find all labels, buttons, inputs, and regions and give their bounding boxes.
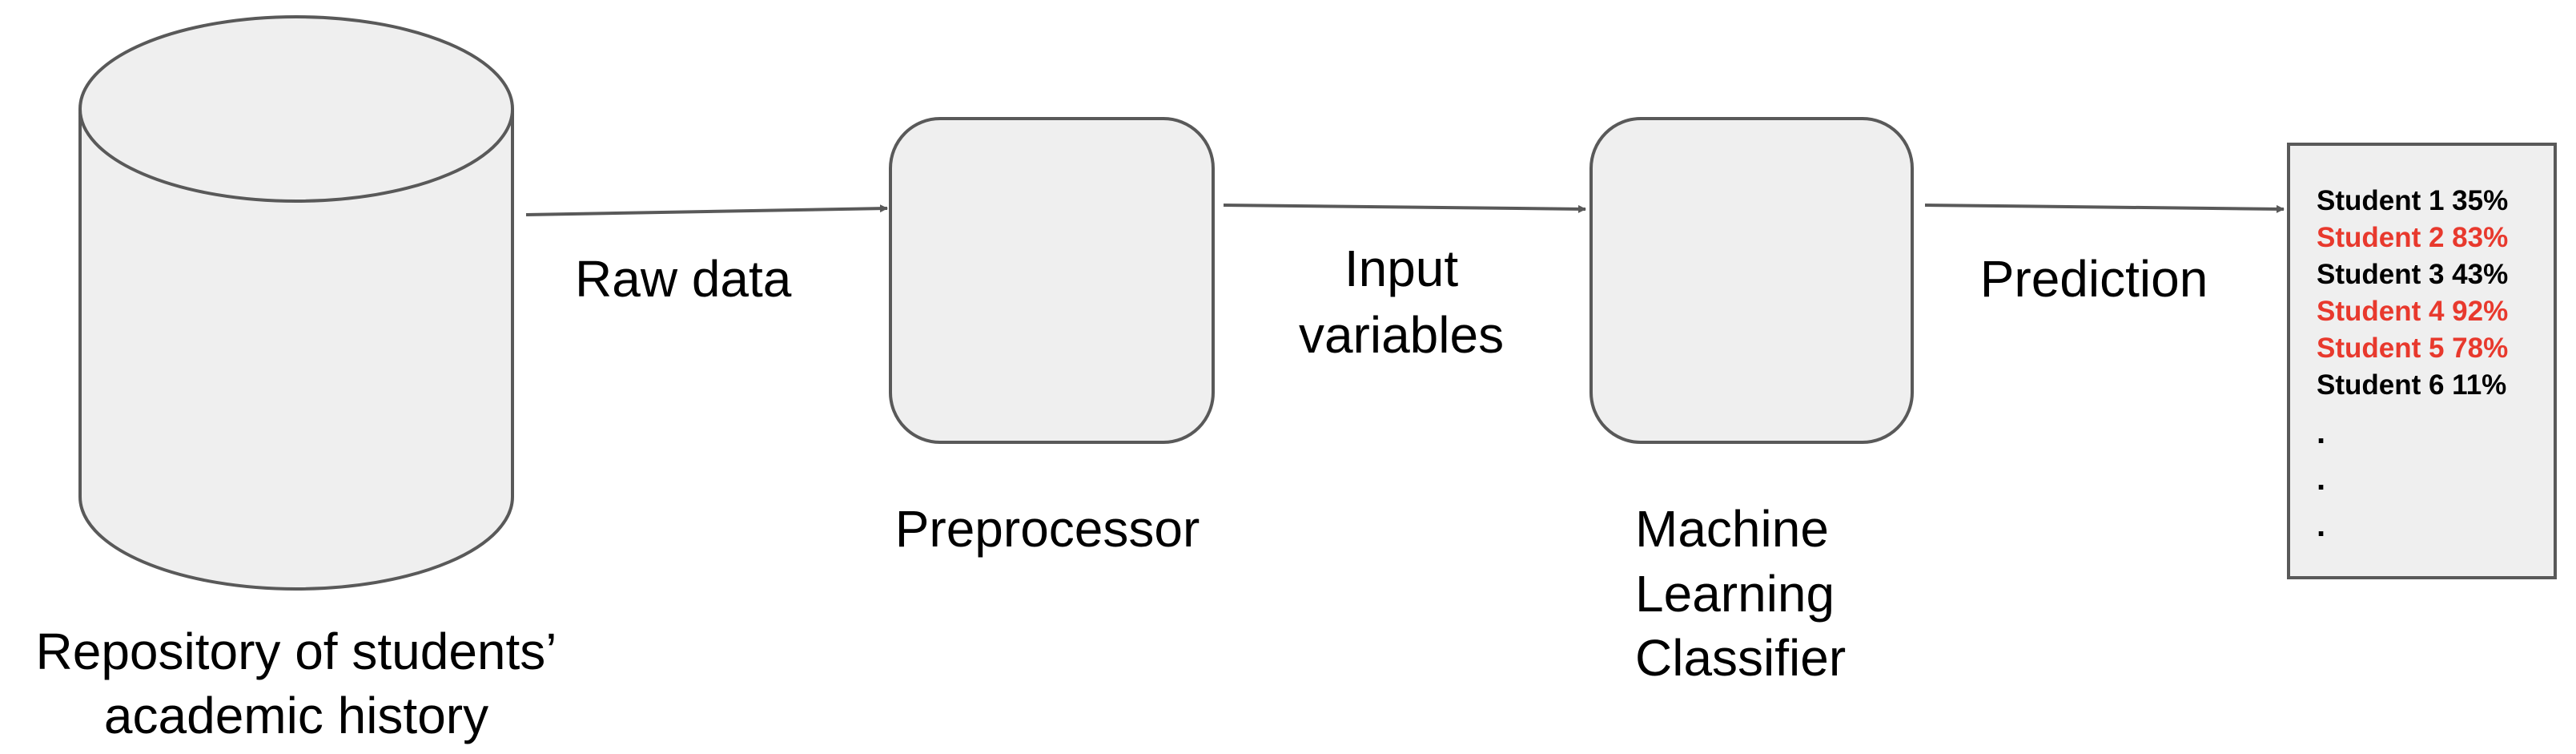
classifier-label-line-1: Machine (1635, 500, 1829, 558)
prediction-list-ellipsis: . (2317, 508, 2325, 543)
prediction-list-item: Student 4 92% (2317, 296, 2508, 327)
prediction-output-list: Student 1 35% Student 2 83% Student 3 43% S… (2317, 185, 2508, 543)
prediction-label: Prediction (1980, 250, 2208, 308)
classifier-label-line-3: Classifier (1635, 629, 1846, 687)
repository-label-line-1: Repository of students’ (36, 623, 557, 680)
prediction-list-item: Student 6 11% (2317, 369, 2506, 401)
prediction-list-item: Student 5 78% (2317, 333, 2508, 364)
classifier-node (1589, 117, 1914, 444)
prediction-list-ellipsis: . (2317, 462, 2325, 497)
repository-cylinder-body (78, 109, 514, 591)
preprocessor-label: Preprocessor (895, 500, 1200, 558)
preprocessor-node (889, 117, 1215, 444)
prediction-list-item: Student 3 43% (2317, 259, 2508, 290)
prediction-list-item: Student 1 35% (2317, 185, 2508, 216)
arrow-raw-data (525, 204, 888, 216)
arrow-prediction (1924, 204, 2285, 213)
classifier-label-line-2: Learning (1635, 565, 1835, 623)
arrow-input-variables (1223, 204, 1586, 213)
raw-data-label: Raw data (575, 250, 792, 308)
repository-cylinder-top (78, 15, 514, 203)
repository-node (78, 15, 514, 591)
prediction-list-item: Student 2 83% (2317, 222, 2508, 253)
input-variables-label-line-1: Input (1344, 240, 1459, 297)
repository-label-line-2: academic history (104, 687, 488, 744)
prediction-output-box (2287, 143, 2557, 579)
input-variables-label-line-2: variables (1299, 306, 1504, 364)
prediction-list-ellipsis: . (2317, 415, 2325, 450)
